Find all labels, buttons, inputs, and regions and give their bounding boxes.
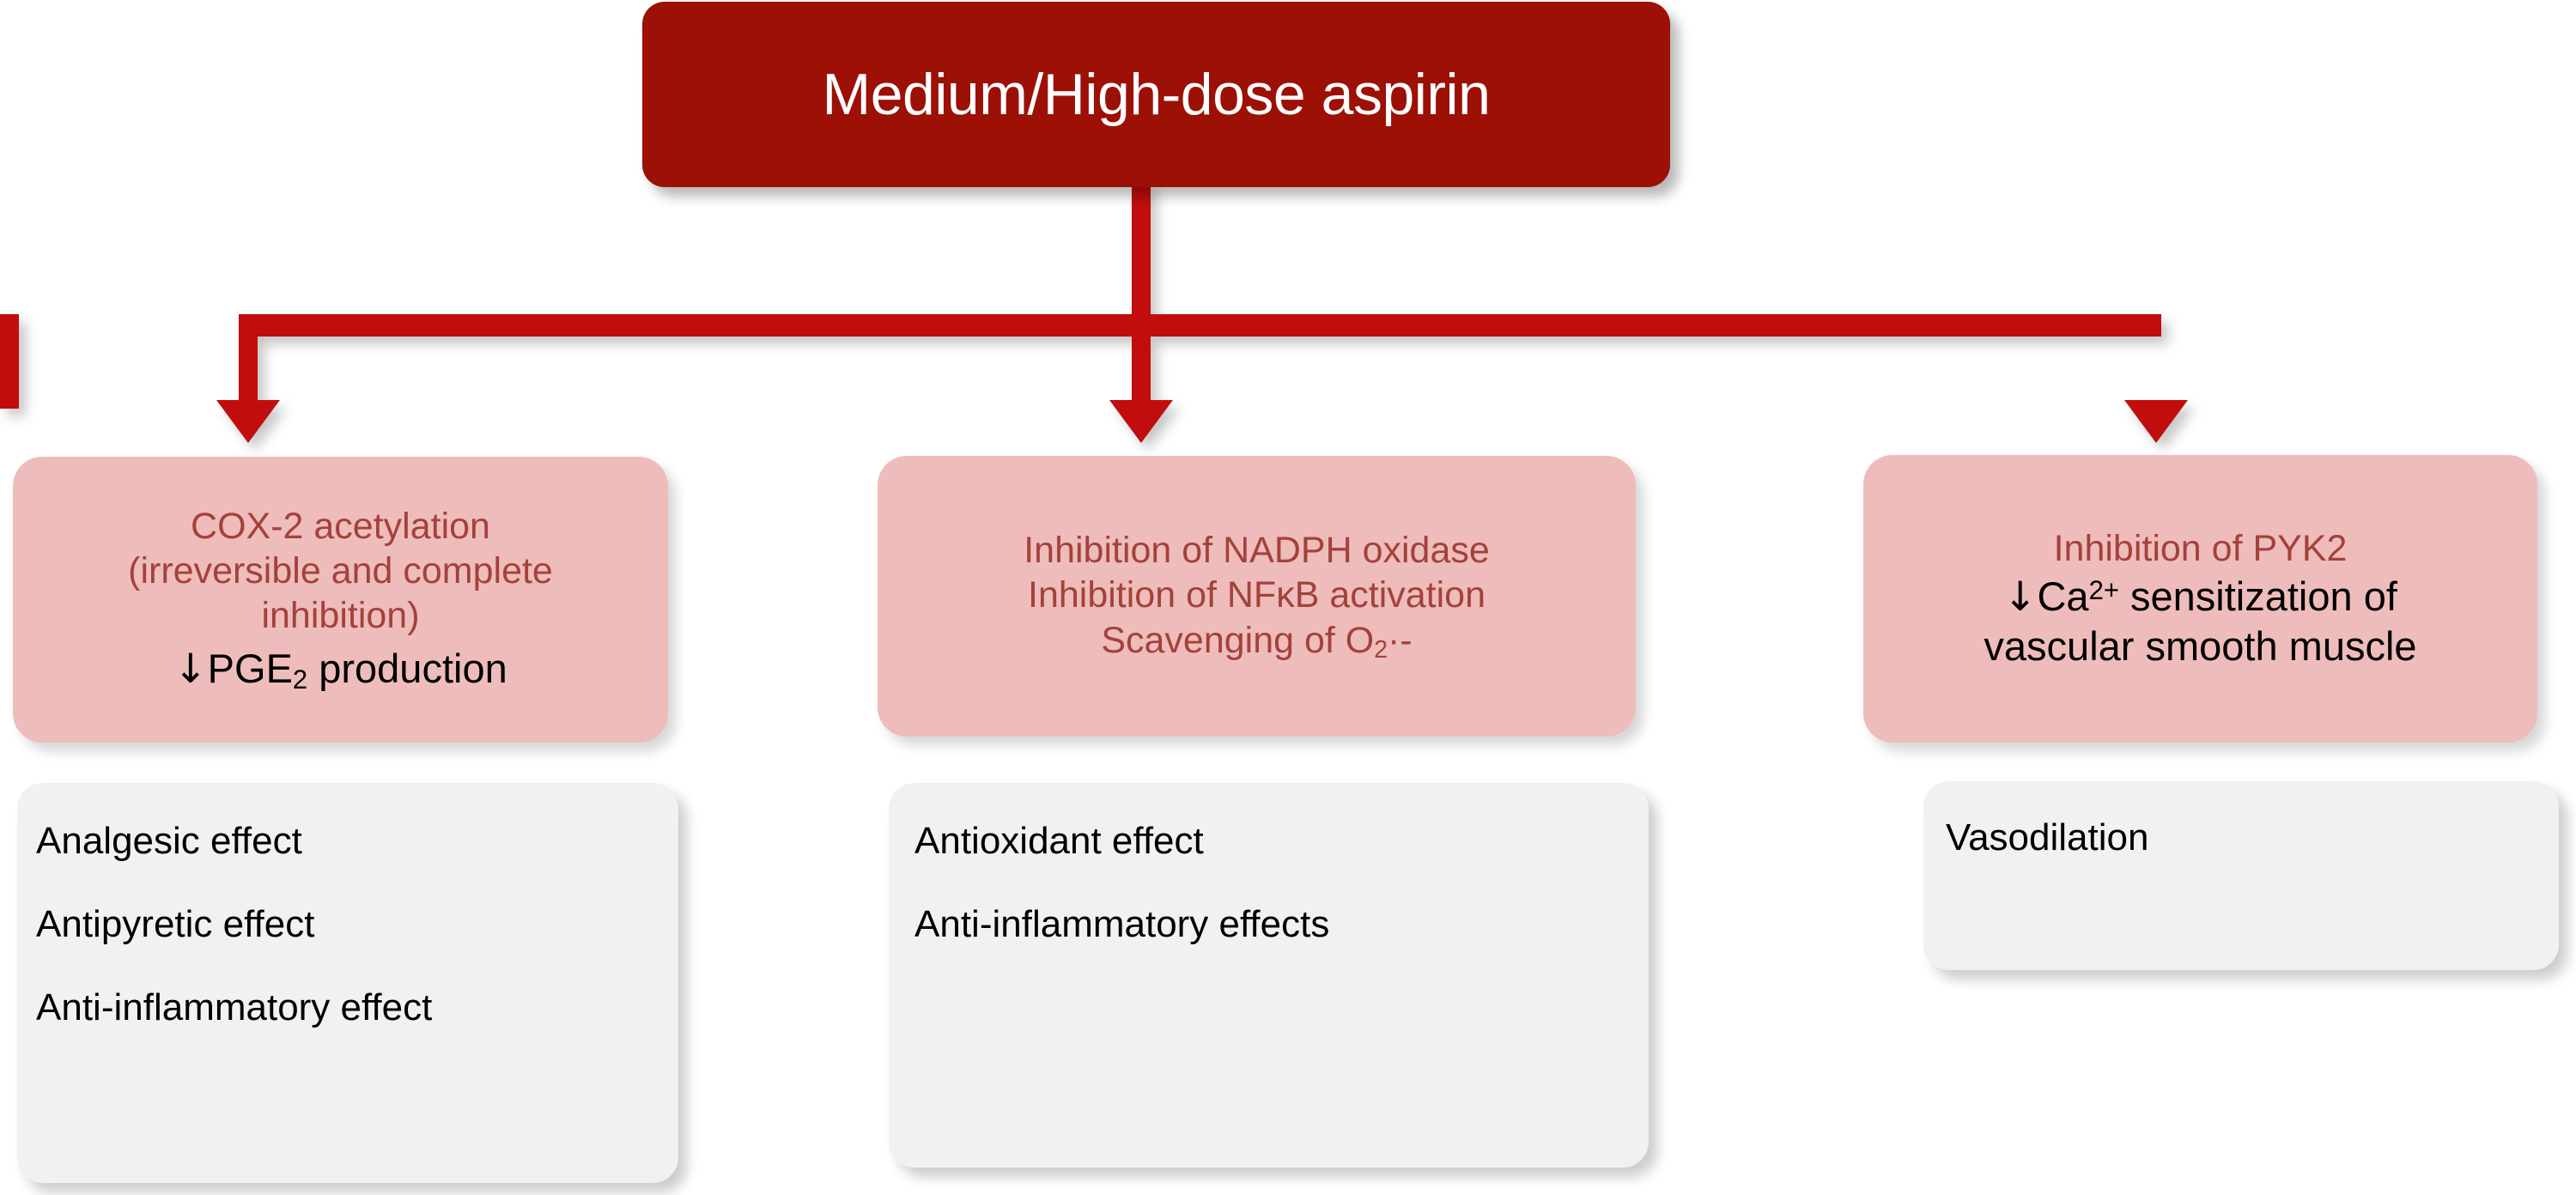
connector-drop-centre [1132,314,1151,409]
node-line: inhibition) [261,595,420,637]
node-line: (irreversible and complete [128,549,553,591]
outcome-line: Antipyretic effect [36,902,315,945]
outcome-line: Analgesic effect [36,820,302,862]
node-title-label: Medium/High-dose aspirin [822,61,1491,127]
node-line: Inhibition of PYK2 [2053,528,2348,570]
arrowhead-left-icon [216,400,280,443]
arrowhead-centre-icon [1109,400,1173,443]
outcome-line: Anti-inflammatory effects [914,902,1330,945]
node-vasodilation[interactable]: Vasodilation [1923,781,2559,970]
connector-drop-right [0,314,19,409]
node-medium-high-dose-aspirin[interactable]: Medium/High-dose aspirin [642,2,1670,187]
node-line: Inhibition of NFκB activation [1028,574,1485,616]
node-nadph-nfkb-scavenging[interactable]: Inhibition of NADPH oxidase Inhibition o… [878,456,1636,737]
node-pyk2-inhibition[interactable]: Inhibition of PYK2 ↓Ca2+ sensitization o… [1863,455,2537,743]
node-analgesic-antipyretic-antiinflammatory[interactable]: Analgesic effect Antipyretic effect Anti… [17,783,678,1183]
node-line: COX-2 acetylation [191,505,490,547]
connector-strokes [0,182,2188,443]
node-line-superoxide: Scavenging of O2·- [1101,619,1413,664]
node-line: Inhibition of NADPH oxidase [1024,529,1490,571]
outcome-line: Vasodilation [1946,816,2149,858]
outcome-line: Anti-inflammatory effect [36,986,433,1028]
connector-drop-left [239,314,258,409]
node-antioxidant-antiinflammatory[interactable]: Antioxidant effect Anti-inflammatory eff… [889,783,1649,1168]
outcome-line: Antioxidant effect [914,820,1204,862]
node-line-pge2: ↓PGE2 production [173,645,507,695]
node-line: vascular smooth muscle [1984,623,2417,670]
arrowhead-right-icon [2124,400,2188,443]
connector-stem [1132,182,1151,330]
connector-bar [245,314,2161,337]
node-cox2-acetylation[interactable]: COX-2 acetylation (irreversible and comp… [13,457,668,743]
node-line-calcium: ↓Ca2+ sensitization of [2003,573,2397,621]
